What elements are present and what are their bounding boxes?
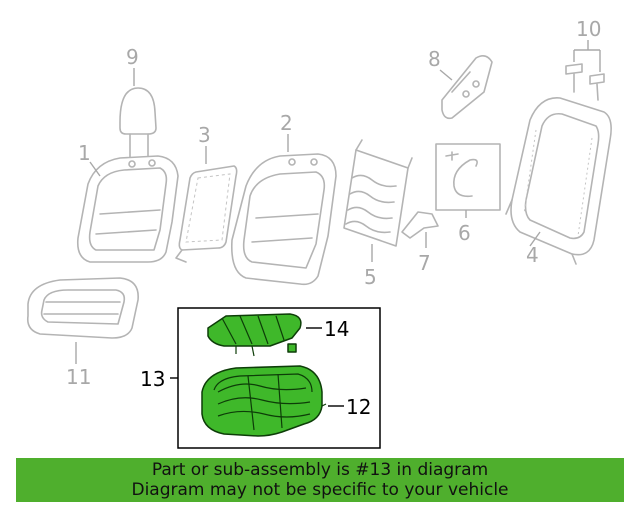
part-4-seat-back-frame[interactable]: [505, 97, 612, 265]
callout-12: 12: [346, 395, 371, 419]
callout-7: 7: [418, 251, 431, 275]
callout-8: 8: [428, 47, 441, 71]
leader-8: [439, 69, 453, 81]
callout-5: 5: [364, 265, 377, 289]
part-14-heater-element[interactable]: [207, 313, 302, 357]
callout-3: 3: [198, 123, 211, 147]
part-5-lumbar-support[interactable]: [343, 139, 413, 247]
banner-line-1: Part or sub-assembly is #13 in diagram: [151, 460, 489, 480]
callout-13: 13: [140, 367, 165, 391]
leader-1: [89, 161, 101, 177]
callout-1: 1: [78, 141, 91, 165]
info-banner: Part or sub-assembly is #13 in diagram D…: [16, 458, 624, 502]
callout-11: 11: [66, 365, 91, 389]
part-1-seat-back-cover[interactable]: [76, 155, 179, 263]
part-7-bracket[interactable]: [401, 211, 439, 239]
callout-4: 4: [526, 243, 539, 267]
part-2-seat-back-pad[interactable]: [230, 153, 337, 286]
part-12-cushion-pad[interactable]: [201, 365, 327, 437]
part-8-module[interactable]: [441, 54, 493, 120]
part-10-bolts[interactable]: [565, 63, 605, 101]
callout-2: 2: [280, 111, 293, 135]
leader-10: [573, 40, 601, 72]
part-11-cushion-cover[interactable]: [26, 277, 139, 339]
banner-line-2: Diagram may not be specific to your vehi…: [131, 480, 509, 500]
part-6-bracket[interactable]: [435, 143, 501, 211]
part-9-headrest[interactable]: [119, 87, 157, 159]
leader-4: [529, 231, 541, 247]
callout-10: 10: [576, 17, 601, 41]
part-3-pad[interactable]: [175, 165, 238, 263]
callout-14: 14: [324, 317, 349, 341]
callout-6: 6: [458, 221, 471, 245]
callout-9: 9: [126, 45, 139, 69]
